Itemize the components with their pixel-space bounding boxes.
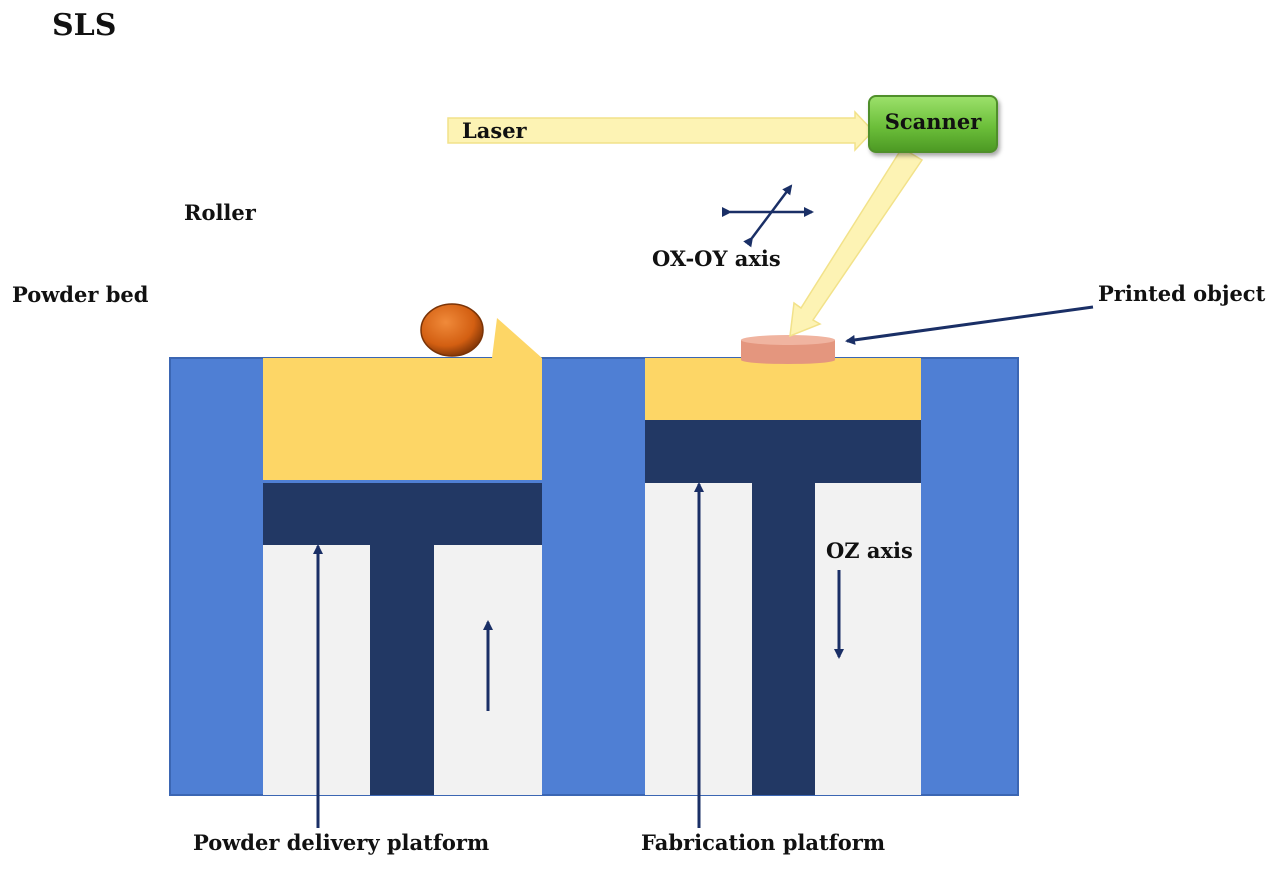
printed-object-pointer (845, 305, 1094, 345)
fabrication-platform-label: Fabrication platform (641, 830, 886, 855)
scanner-label: Scanner (884, 109, 982, 134)
scanner-box: Scanner (868, 95, 998, 153)
delivery-powder (263, 318, 542, 480)
roller (420, 303, 484, 357)
scanned-beam (789, 146, 924, 338)
oy-axis-arrow (743, 184, 793, 248)
laser-beam (447, 110, 875, 152)
oz-axis-label: OZ axis (826, 538, 913, 563)
fabrication-cavity-right (815, 483, 921, 795)
delivery-platform (263, 483, 542, 545)
laser-label: Laser (462, 118, 527, 143)
fabrication-powder (645, 358, 921, 420)
fabrication-piston (752, 483, 815, 795)
printed-object (741, 335, 835, 364)
roller-label: Roller (184, 200, 256, 225)
diagram-title: SLS (52, 8, 117, 43)
fabrication-platform (645, 420, 921, 483)
printed-object-label: Printed object (1098, 281, 1266, 306)
powder-delivery-platform-label: Powder delivery platform (193, 830, 490, 855)
oxoy-axis-label: OX-OY axis (652, 246, 781, 271)
powder-bed-label: Powder bed (12, 282, 149, 307)
delivery-piston (370, 545, 434, 795)
